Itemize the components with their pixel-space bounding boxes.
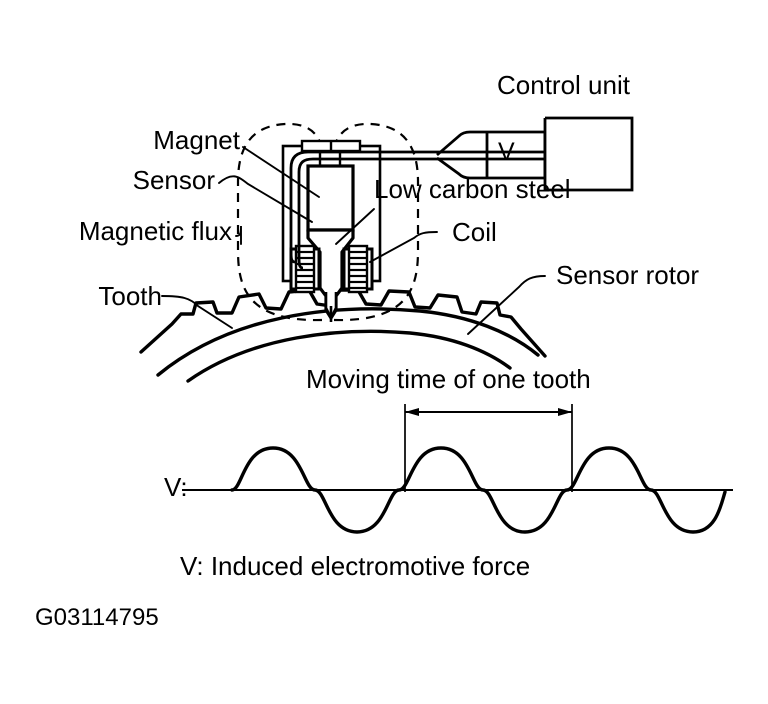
label-tooth: Tooth xyxy=(98,281,162,311)
caption-induced-electromotive-force: V: Induced electromotive force xyxy=(180,551,531,581)
leader-low-carbon-steel xyxy=(335,208,375,245)
sensor-assembly xyxy=(281,139,560,322)
coil-right xyxy=(342,244,374,294)
sensor-lead-wires xyxy=(289,150,560,270)
label-coil: Coil xyxy=(452,217,497,247)
label-magnet: Magnet xyxy=(153,125,240,155)
label-low-carbon-steel: Low carbon steel xyxy=(374,174,571,204)
leader-magnet xyxy=(242,146,320,198)
magnetic-flux-dashed-lines xyxy=(236,122,420,322)
leader-tooth xyxy=(161,295,233,329)
waveform-sine-curve xyxy=(230,446,727,534)
leader-coil xyxy=(369,231,438,263)
label-control-unit: Control unit xyxy=(497,70,630,100)
label-voltmeter-v: V xyxy=(498,138,515,166)
label-voltage-axis: V: xyxy=(164,472,188,502)
connector-and-voltmeter xyxy=(436,130,547,180)
figure-id-code: G03114795 xyxy=(35,604,159,631)
label-magnetic-flux: Magnetic flux xyxy=(78,216,232,246)
label-sensor: Sensor xyxy=(132,165,215,195)
control-unit-box xyxy=(543,116,634,192)
coil-left xyxy=(289,244,321,294)
leader-lines xyxy=(161,146,546,335)
leader-magnetic-flux xyxy=(235,225,242,245)
voltage-waveform-plot xyxy=(182,404,733,534)
dimension-arrow xyxy=(405,408,572,416)
leader-sensor-rotor xyxy=(467,275,546,335)
leader-sensor xyxy=(218,175,313,223)
magnet-block xyxy=(306,164,355,232)
label-sensor-rotor: Sensor rotor xyxy=(556,260,700,290)
label-moving-time-of-one-tooth: Moving time of one tooth xyxy=(306,364,591,394)
